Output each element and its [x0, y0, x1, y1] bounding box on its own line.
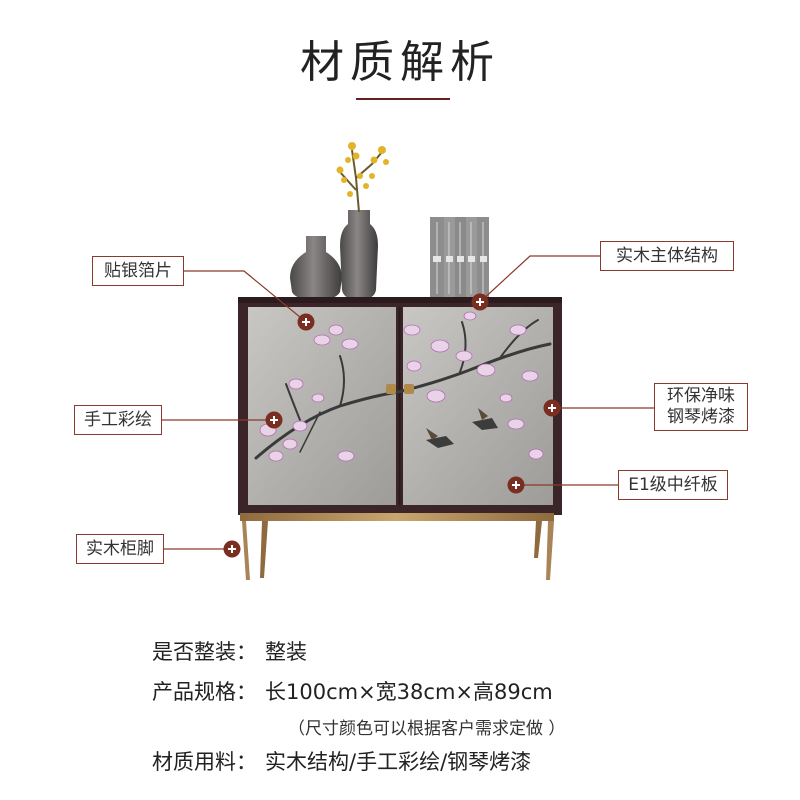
title-divider — [356, 98, 450, 100]
callout-wood-legs: 实木柜脚 — [76, 534, 164, 564]
spec-size-value: 长100cm×宽38cm×高89cm — [265, 680, 553, 704]
plus-marker-solid-wood — [471, 293, 489, 311]
callout-wood-legs-text: 实木柜脚 — [86, 539, 154, 559]
callout-silver-leaf: 贴银箔片 — [92, 256, 184, 286]
door-handles — [386, 384, 414, 394]
callout-eco-lacquer-line1: 环保净味 — [667, 386, 735, 406]
book-stack — [430, 217, 489, 300]
spec-size-key: 产品规格： — [152, 680, 257, 704]
plus-marker-lacquer — [543, 399, 561, 417]
plus-marker-hand-painted — [265, 411, 283, 429]
plus-marker-mdf — [507, 476, 525, 494]
callout-mdf-board-text: E1级中纤板 — [628, 475, 718, 495]
painted-birds — [426, 408, 498, 448]
plus-marker-legs — [223, 540, 241, 558]
callout-hand-painted: 手工彩绘 — [74, 405, 162, 435]
spec-material-key: 材质用料： — [152, 750, 257, 774]
spec-assembled-key: 是否整装： — [152, 640, 257, 664]
yellow-flower-sprig — [336, 142, 389, 213]
spec-assembled-value: 整装 — [265, 640, 307, 664]
spec-size-note: （尺寸颜色可以根据客户需求定做 ） — [288, 719, 566, 739]
callout-leaders — [162, 255, 654, 550]
callout-solid-wood-body-text: 实木主体结构 — [616, 246, 718, 266]
spec-row-size: 产品规格： 长100cm×宽38cm×高89cm — [152, 676, 553, 706]
brass-base — [240, 513, 554, 580]
tall-vase — [340, 210, 378, 300]
callout-solid-wood-body: 实木主体结构 — [600, 241, 734, 271]
callout-silver-leaf-text: 贴银箔片 — [104, 261, 172, 281]
product-illustration — [162, 142, 654, 580]
spec-row-assembled: 是否整装： 整装 — [152, 636, 307, 666]
callout-eco-lacquer: 环保净味 钢琴烤漆 — [654, 383, 748, 431]
spec-material-value: 实木结构/手工彩绘/钢琴烤漆 — [265, 750, 532, 774]
short-vase — [290, 236, 342, 300]
spec-row-material: 材质用料： 实木结构/手工彩绘/钢琴烤漆 — [152, 746, 531, 776]
callout-eco-lacquer-line2: 钢琴烤漆 — [667, 407, 735, 427]
callout-mdf-board: E1级中纤板 — [618, 470, 728, 500]
callout-hand-painted-text: 手工彩绘 — [84, 410, 152, 430]
cabinet-body — [238, 297, 562, 515]
magnolia-blossoms — [259, 311, 544, 462]
plus-marker-silver-leaf — [297, 313, 315, 331]
page-title: 材质解析 — [300, 37, 500, 88]
plus-markers — [223, 293, 561, 558]
